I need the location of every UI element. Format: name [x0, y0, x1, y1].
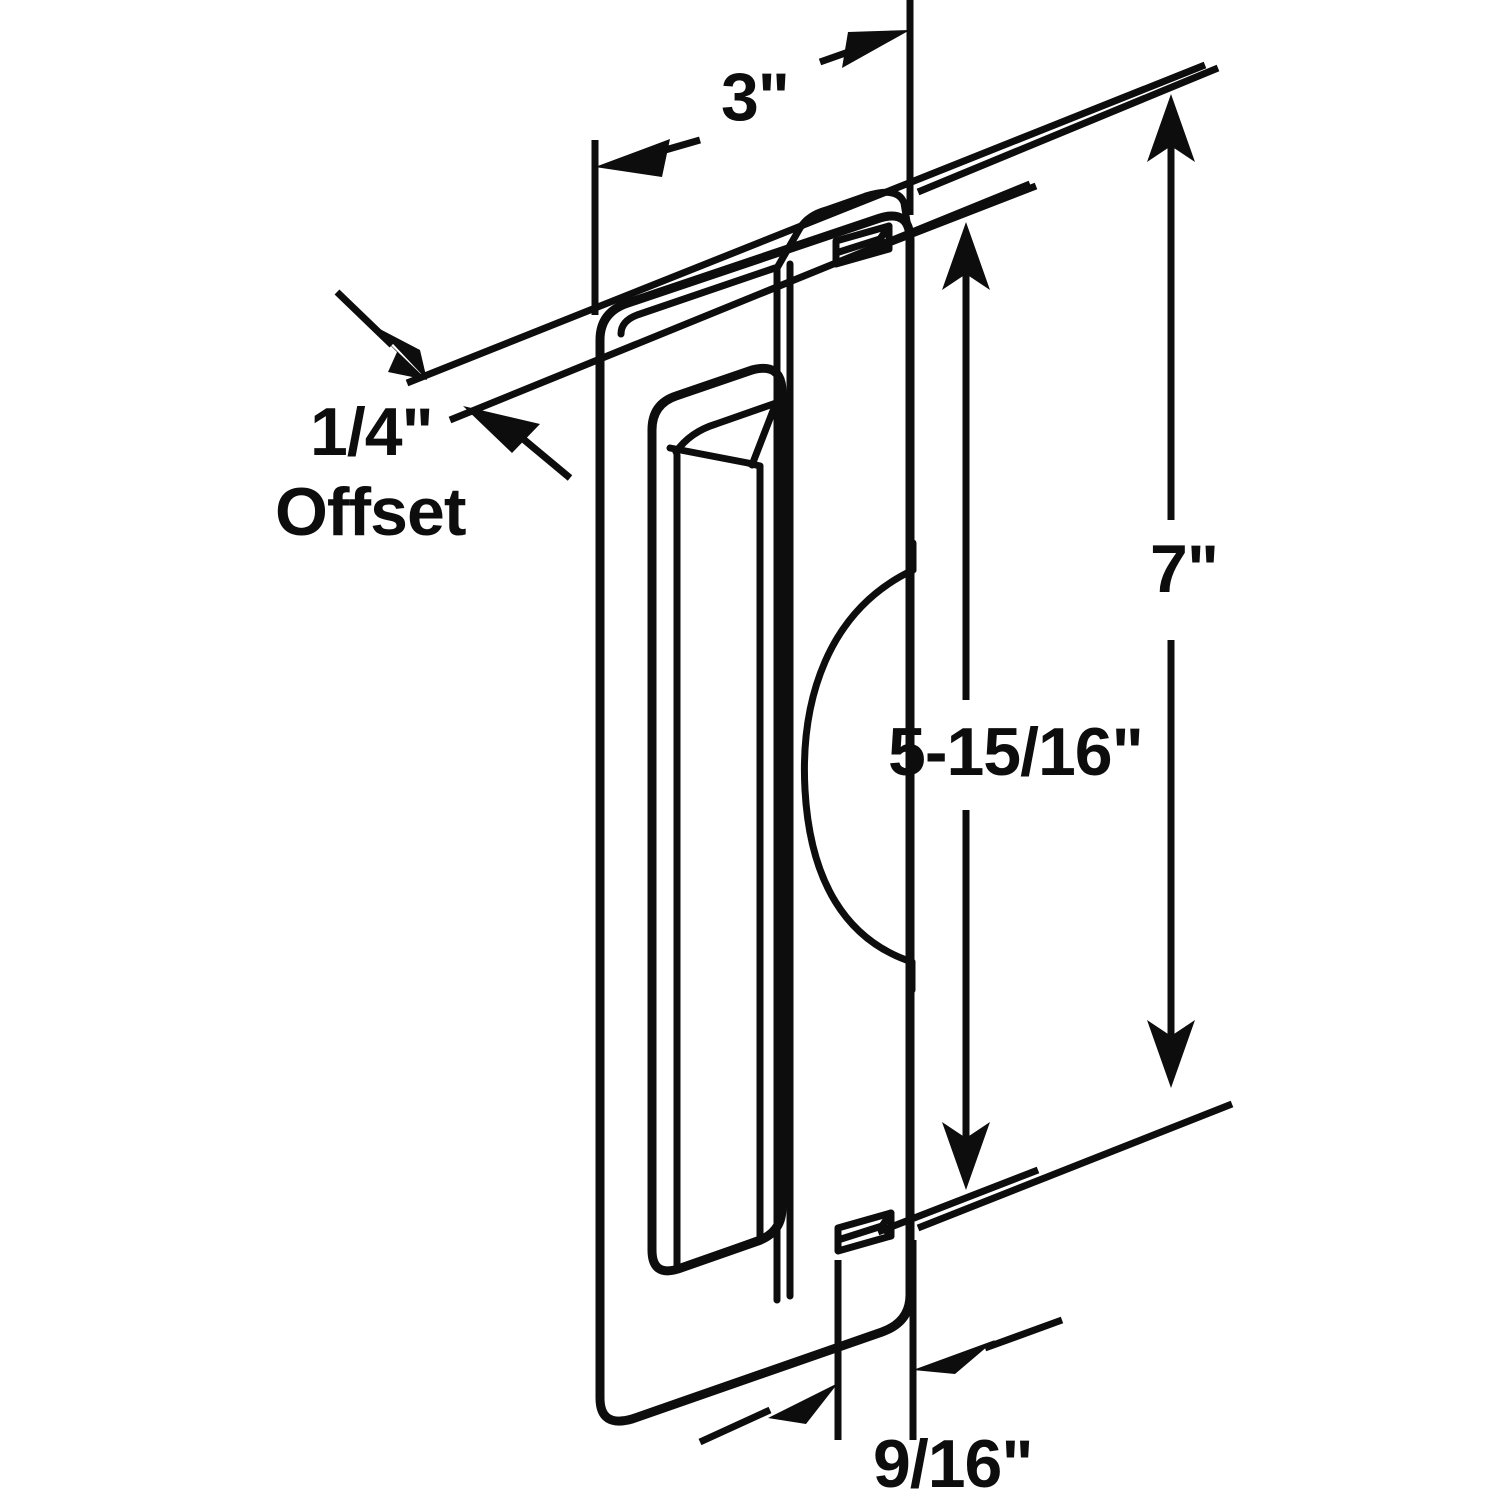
arrowhead-5-15-16-top — [942, 222, 990, 290]
pull-handle-part — [595, 188, 917, 1426]
leader-offset-lower — [519, 435, 573, 481]
pull-cup-bottom-face — [674, 1235, 764, 1273]
arrowhead-3in-left — [595, 139, 670, 177]
dimension-label-5-15-16in: 5-15/16" — [888, 714, 1143, 790]
ext-line-7in-top — [916, 64, 1220, 196]
dimension-label-offset-value: 1/4" — [310, 394, 433, 470]
arrowhead-offset-upper — [375, 330, 427, 380]
arrowhead-5-15-16-bottom — [942, 1122, 990, 1190]
arrowhead-9-16-left — [768, 1383, 838, 1424]
ext-line-offset-upper — [405, 61, 1207, 387]
leader-9-16-right — [983, 1316, 1064, 1352]
ext-line-5-15-16-top — [874, 182, 1038, 252]
arrowhead-3in-right — [842, 30, 910, 68]
dimension-plate-width: 3" — [591, 0, 914, 315]
ext-line-5-15-16-bottom — [876, 1166, 1040, 1236]
dimension-label-9-16in: 9/16" — [873, 1426, 1033, 1500]
arrowhead-offset-lower — [463, 406, 540, 453]
dimension-label-offset-word: Offset — [275, 474, 466, 550]
dimension-screw-hole-spacing: 5-15/16" — [874, 182, 1144, 1236]
pull-cup-top-chamfer-lower — [666, 444, 764, 470]
dimension-plate-height: 7" — [916, 64, 1234, 1232]
ext-line-7in-bottom — [916, 1100, 1234, 1232]
arrowhead-9-16-right — [913, 1340, 995, 1374]
pull-cup-top-ridge — [748, 399, 780, 469]
leader-9-16-left — [698, 1406, 772, 1446]
thumb-latch-cutout-arc — [800, 566, 917, 966]
leader-offset-upper — [334, 289, 395, 348]
arrowhead-7in-top — [1147, 94, 1195, 162]
arrowhead-offset-upper-2 — [378, 328, 427, 380]
plate-offset-lip — [617, 264, 779, 338]
arrowhead-7in-bottom — [1147, 1020, 1195, 1088]
dimension-label-3in: 3" — [721, 59, 789, 135]
dimension-label-7in: 7" — [1150, 531, 1218, 607]
dimension-plate-depth: 9/16" — [698, 1240, 1064, 1500]
recessed-pull-cup-outline — [647, 363, 787, 1276]
dimension-plate-offset: 1/4" Offset — [275, 61, 1207, 550]
